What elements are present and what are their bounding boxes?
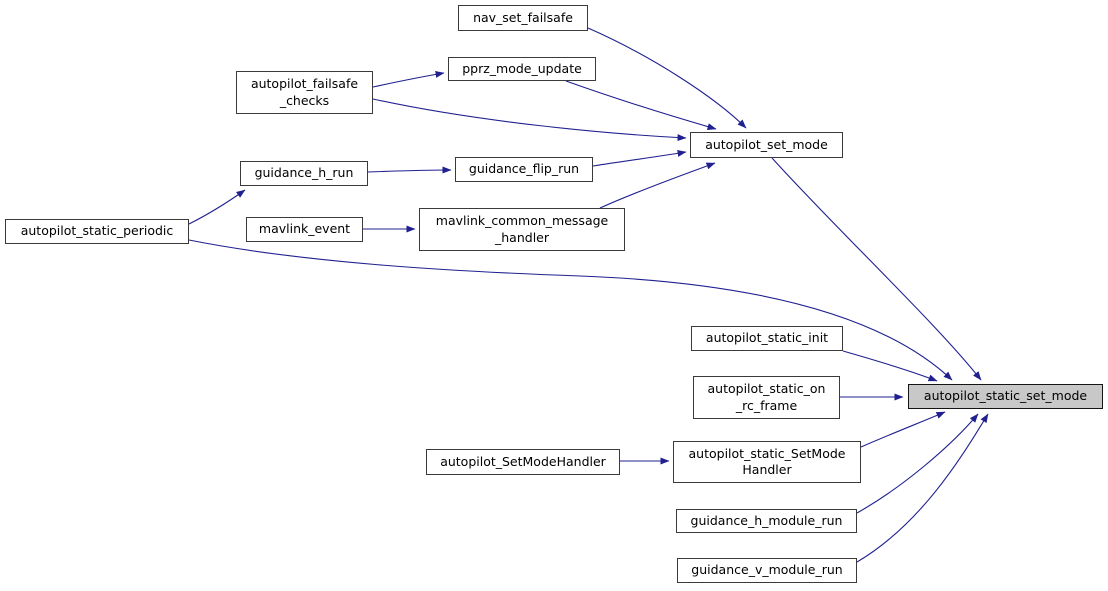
node-autopilot_static_on_rc_frame[interactable]: autopilot_static_on_rc_frame xyxy=(693,376,840,419)
node-guidance_h_module_run[interactable]: guidance_h_module_run xyxy=(676,509,857,533)
node-autopilot_static_periodic[interactable]: autopilot_static_periodic xyxy=(5,219,189,244)
edge-guidance_h_run-to-guidance_flip_run xyxy=(367,166,452,174)
node-label-line: autopilot_failsafe xyxy=(250,76,359,92)
node-guidance_h_run[interactable]: guidance_h_run xyxy=(240,161,368,186)
edge-autopilot_static_init-to-autopilot_static_set_mode xyxy=(842,350,938,382)
edge-mavlink_common_message_handler-to-autopilot_set_mode xyxy=(599,162,716,209)
node-autopilot_static_init[interactable]: autopilot_static_init xyxy=(691,326,843,351)
node-label-line: guidance_flip_run xyxy=(468,161,580,177)
edge-autopilot_failsafe_checks-to-pprz_mode_update xyxy=(372,70,445,88)
node-label-line: _handler xyxy=(495,229,549,245)
node-label-line: mavlink_common_message xyxy=(435,213,609,229)
edge-autopilot_failsafe_checks-to-autopilot_set_mode xyxy=(372,98,687,142)
edge-autopilot_static_SetModeHandler-to-autopilot_static_set_mode xyxy=(860,411,946,448)
node-nav_set_failsafe[interactable]: nav_set_failsafe xyxy=(458,5,588,31)
node-mavlink_event[interactable]: mavlink_event xyxy=(246,217,363,242)
node-label-line: nav_set_failsafe xyxy=(473,9,573,25)
node-label-line: mavlink_event xyxy=(258,221,351,237)
node-autopilot_SetModeHandler[interactable]: autopilot_SetModeHandler xyxy=(426,449,620,475)
node-autopilot_failsafe_checks[interactable]: autopilot_failsafe_checks xyxy=(236,71,373,114)
node-label-line: _checks xyxy=(279,92,330,108)
node-pprz_mode_update[interactable]: pprz_mode_update xyxy=(448,57,596,81)
node-label-line: _rc_frame xyxy=(735,397,798,413)
edge-pprz_mode_update-to-autopilot_set_mode xyxy=(565,80,717,130)
edge-autopilot_static_periodic-to-guidance_h_run xyxy=(188,189,246,225)
node-label-line: guidance_v_module_run xyxy=(691,562,843,578)
node-label-line: autopilot_set_mode xyxy=(705,136,828,152)
node-label-line: autopilot_SetModeHandler xyxy=(440,453,606,469)
edge-guidance_flip_run-to-autopilot_set_mode xyxy=(592,149,687,167)
node-label-line: autopilot_static_on xyxy=(707,381,826,397)
node-mavlink_common_message_handler[interactable]: mavlink_common_message_handler xyxy=(419,208,625,251)
node-label-line: autopilot_static_SetMode xyxy=(688,445,846,461)
node-label-line: guidance_h_run xyxy=(254,165,354,181)
edge-guidance_h_module_run-to-autopilot_static_set_mode xyxy=(856,413,979,514)
edge-autopilot_static_periodic-to-autopilot_static_set_mode xyxy=(188,239,953,381)
node-label-line: guidance_h_module_run xyxy=(690,512,843,528)
node-label-line: autopilot_static_periodic xyxy=(20,223,174,239)
node-label-line: pprz_mode_update xyxy=(462,60,582,76)
edge-guidance_v_module_run-to-autopilot_static_set_mode xyxy=(856,413,989,563)
node-autopilot_static_set_mode[interactable]: autopilot_static_set_mode xyxy=(908,384,1103,409)
node-guidance_flip_run[interactable]: guidance_flip_run xyxy=(455,157,593,182)
node-guidance_v_module_run[interactable]: guidance_v_module_run xyxy=(677,558,857,583)
node-label-line: autopilot_static_init xyxy=(705,330,829,346)
node-autopilot_set_mode[interactable]: autopilot_set_mode xyxy=(690,132,843,158)
edge-nav_set_failsafe-to-autopilot_set_mode xyxy=(587,27,747,129)
node-label-line: autopilot_static_set_mode xyxy=(923,388,1088,404)
node-label-line: Handler xyxy=(742,462,792,477)
